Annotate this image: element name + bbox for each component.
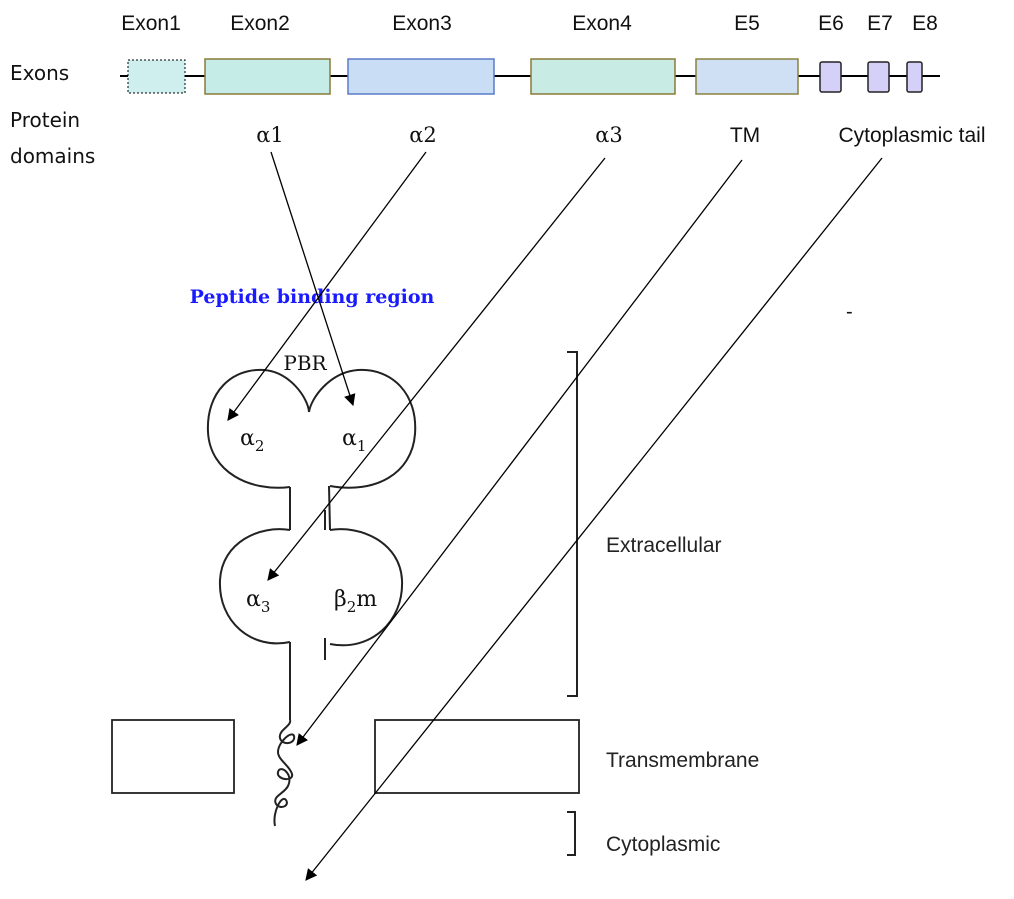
extracellular-bracket [567, 351, 578, 697]
arrow-alpha2 [227, 151, 427, 421]
beta2m-sub: 2 [347, 598, 357, 616]
transmembrane-coil [273, 719, 296, 827]
alpha2-base: α [240, 426, 255, 451]
alpha1-lobe-outline [308, 368, 417, 489]
arrow-alpha1 [270, 151, 356, 407]
stray-dash-mark: - [846, 301, 853, 323]
arrow-tm [296, 159, 743, 746]
exon1-box [127, 59, 186, 94]
e8-label: E8 [912, 12, 938, 35]
beta2m-domain-label: β2m [334, 587, 377, 616]
exon1-label: Exon1 [121, 12, 181, 35]
alpha3-domain-label: α3 [246, 587, 270, 616]
beta2m-tail: m [356, 587, 377, 612]
exon3-label: Exon3 [392, 12, 452, 35]
protein-domains-label-line1: Protein [10, 108, 80, 132]
alpha1-base: α [342, 426, 357, 451]
exons-row-label: Exons [10, 61, 69, 85]
gene-structure [120, 58, 940, 95]
domain-alpha3-label: α3 [595, 123, 623, 147]
stalk-right-upper [328, 485, 331, 531]
exon2-box [204, 58, 331, 95]
e7-box [867, 61, 890, 93]
protein-domain-labels: α1 α2 α3 TM Cytoplasmic tail [256, 123, 985, 147]
exon3-box [347, 58, 495, 95]
e7-label: E7 [867, 12, 893, 35]
domain-cytoplasmic-tail-label: Cytoplasmic tail [838, 124, 985, 147]
membrane-left-box [111, 719, 235, 794]
alpha3-base: α [246, 587, 261, 612]
transmembrane-label: Transmembrane [606, 749, 759, 772]
e6-label: E6 [818, 12, 844, 35]
e5-box [695, 58, 799, 95]
exon4-label: Exon4 [572, 12, 632, 35]
mhc-molecule [206, 368, 417, 827]
exon4-box [530, 58, 676, 95]
e8-box [906, 61, 923, 93]
region-brackets [567, 351, 578, 856]
e6-box [819, 61, 842, 93]
alpha2-sub: 2 [255, 437, 265, 455]
membrane-right-box [374, 719, 580, 794]
alpha1-sub: 1 [357, 437, 367, 455]
arrow-alpha3 [267, 157, 606, 581]
peptide-binding-region-title: Peptide binding region [190, 286, 435, 308]
exon-labels: Exon1 Exon2 Exon3 Exon4 E5 E6 E7 E8 [121, 12, 938, 35]
cytoplasmic-bracket [567, 811, 576, 856]
cytoplasmic-label: Cytoplasmic [606, 833, 720, 856]
alpha1-domain-label: α1 [342, 426, 366, 455]
alpha2-domain-label: α2 [240, 426, 264, 455]
exon2-label: Exon2 [230, 12, 290, 35]
beta2m-lobe-outline [329, 528, 404, 647]
extracellular-label: Extracellular [606, 534, 722, 557]
alpha2-lobe-outline [206, 368, 310, 489]
e5-label: E5 [734, 12, 760, 35]
domain-tm-label: TM [730, 124, 760, 147]
alpha3-sub: 3 [261, 598, 271, 616]
protein-domains-label-line2: domains [10, 144, 95, 168]
arrow-cytoplasmic-tail [305, 157, 883, 881]
domain-alpha2-label: α2 [409, 123, 437, 147]
pbr-label: PBR [283, 351, 327, 375]
alpha3-lobe-outline [218, 528, 291, 645]
domain-alpha1-label: α1 [256, 123, 284, 147]
beta2m-base: β [334, 587, 347, 612]
mapping-arrows [227, 151, 883, 881]
